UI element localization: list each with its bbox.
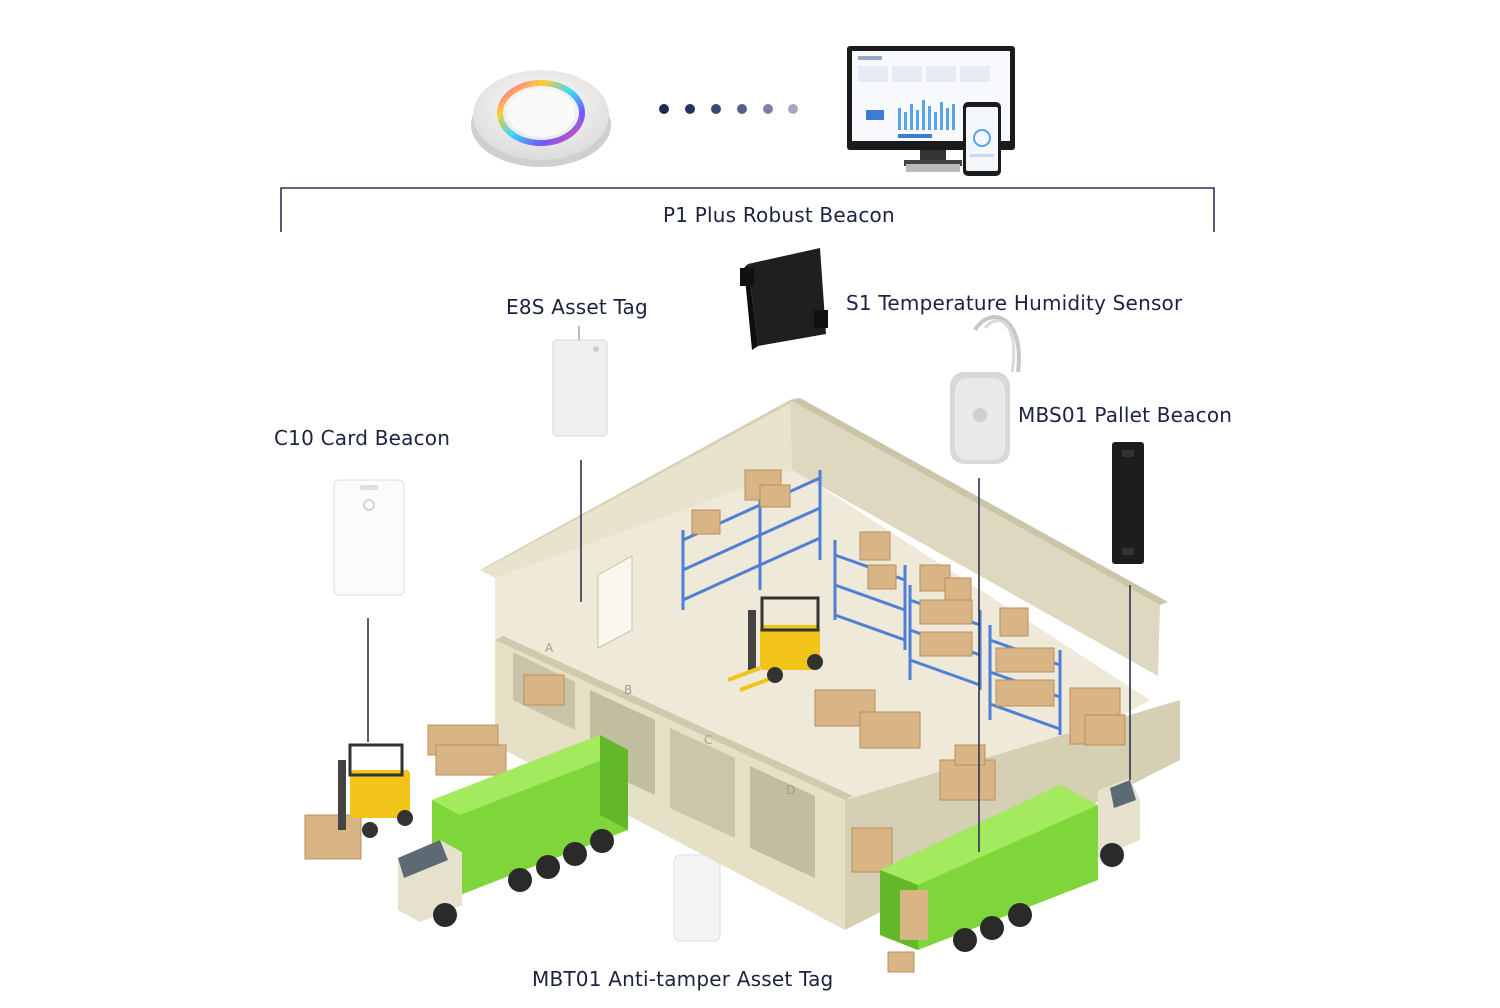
mbs01-pallet-device bbox=[950, 315, 1021, 464]
forklift-inside bbox=[727, 596, 823, 692]
bracket-line bbox=[280, 187, 1215, 232]
connection-dots bbox=[659, 104, 798, 114]
mbs01-pallet-beacon-label: MBS01 Pallet Beacon bbox=[1018, 403, 1233, 427]
forklift-outside bbox=[338, 743, 413, 838]
p1-plus-robust-beacon-label: P1 Plus Robust Beacon bbox=[663, 203, 895, 227]
warehouse-boxes bbox=[304, 469, 1126, 873]
monitor-dashboard bbox=[847, 46, 1015, 176]
dock-letter-a: A bbox=[545, 641, 554, 655]
mbt01-anti-tamper-asset-tag-label: MBT01 Anti-tamper Asset Tag bbox=[532, 967, 834, 991]
mbt01-tag-device bbox=[673, 854, 721, 942]
c10-card-device bbox=[333, 479, 405, 596]
e8s-tag-device bbox=[552, 326, 608, 437]
connector-lines bbox=[367, 460, 1131, 852]
s1-temperature-humidity-sensor-label: S1 Temperature Humidity Sensor bbox=[846, 291, 1183, 315]
e8s-asset-tag-label: E8S Asset Tag bbox=[506, 295, 648, 319]
gateway-device bbox=[471, 70, 611, 167]
dock-letter-b: B bbox=[624, 683, 632, 697]
dock-letter-c: C bbox=[704, 733, 712, 747]
truck-right bbox=[880, 778, 1140, 952]
dock-letter-d: D bbox=[786, 783, 795, 797]
loose-box bbox=[887, 951, 915, 973]
warehouse-shelves bbox=[681, 470, 1062, 735]
c10-card-beacon-label: C10 Card Beacon bbox=[274, 426, 451, 450]
s1-sensor-device bbox=[740, 248, 828, 350]
pallet-beacon-bar-device bbox=[1112, 442, 1144, 564]
truck-left bbox=[398, 735, 628, 927]
warehouse-building: A B C D bbox=[480, 398, 1180, 930]
